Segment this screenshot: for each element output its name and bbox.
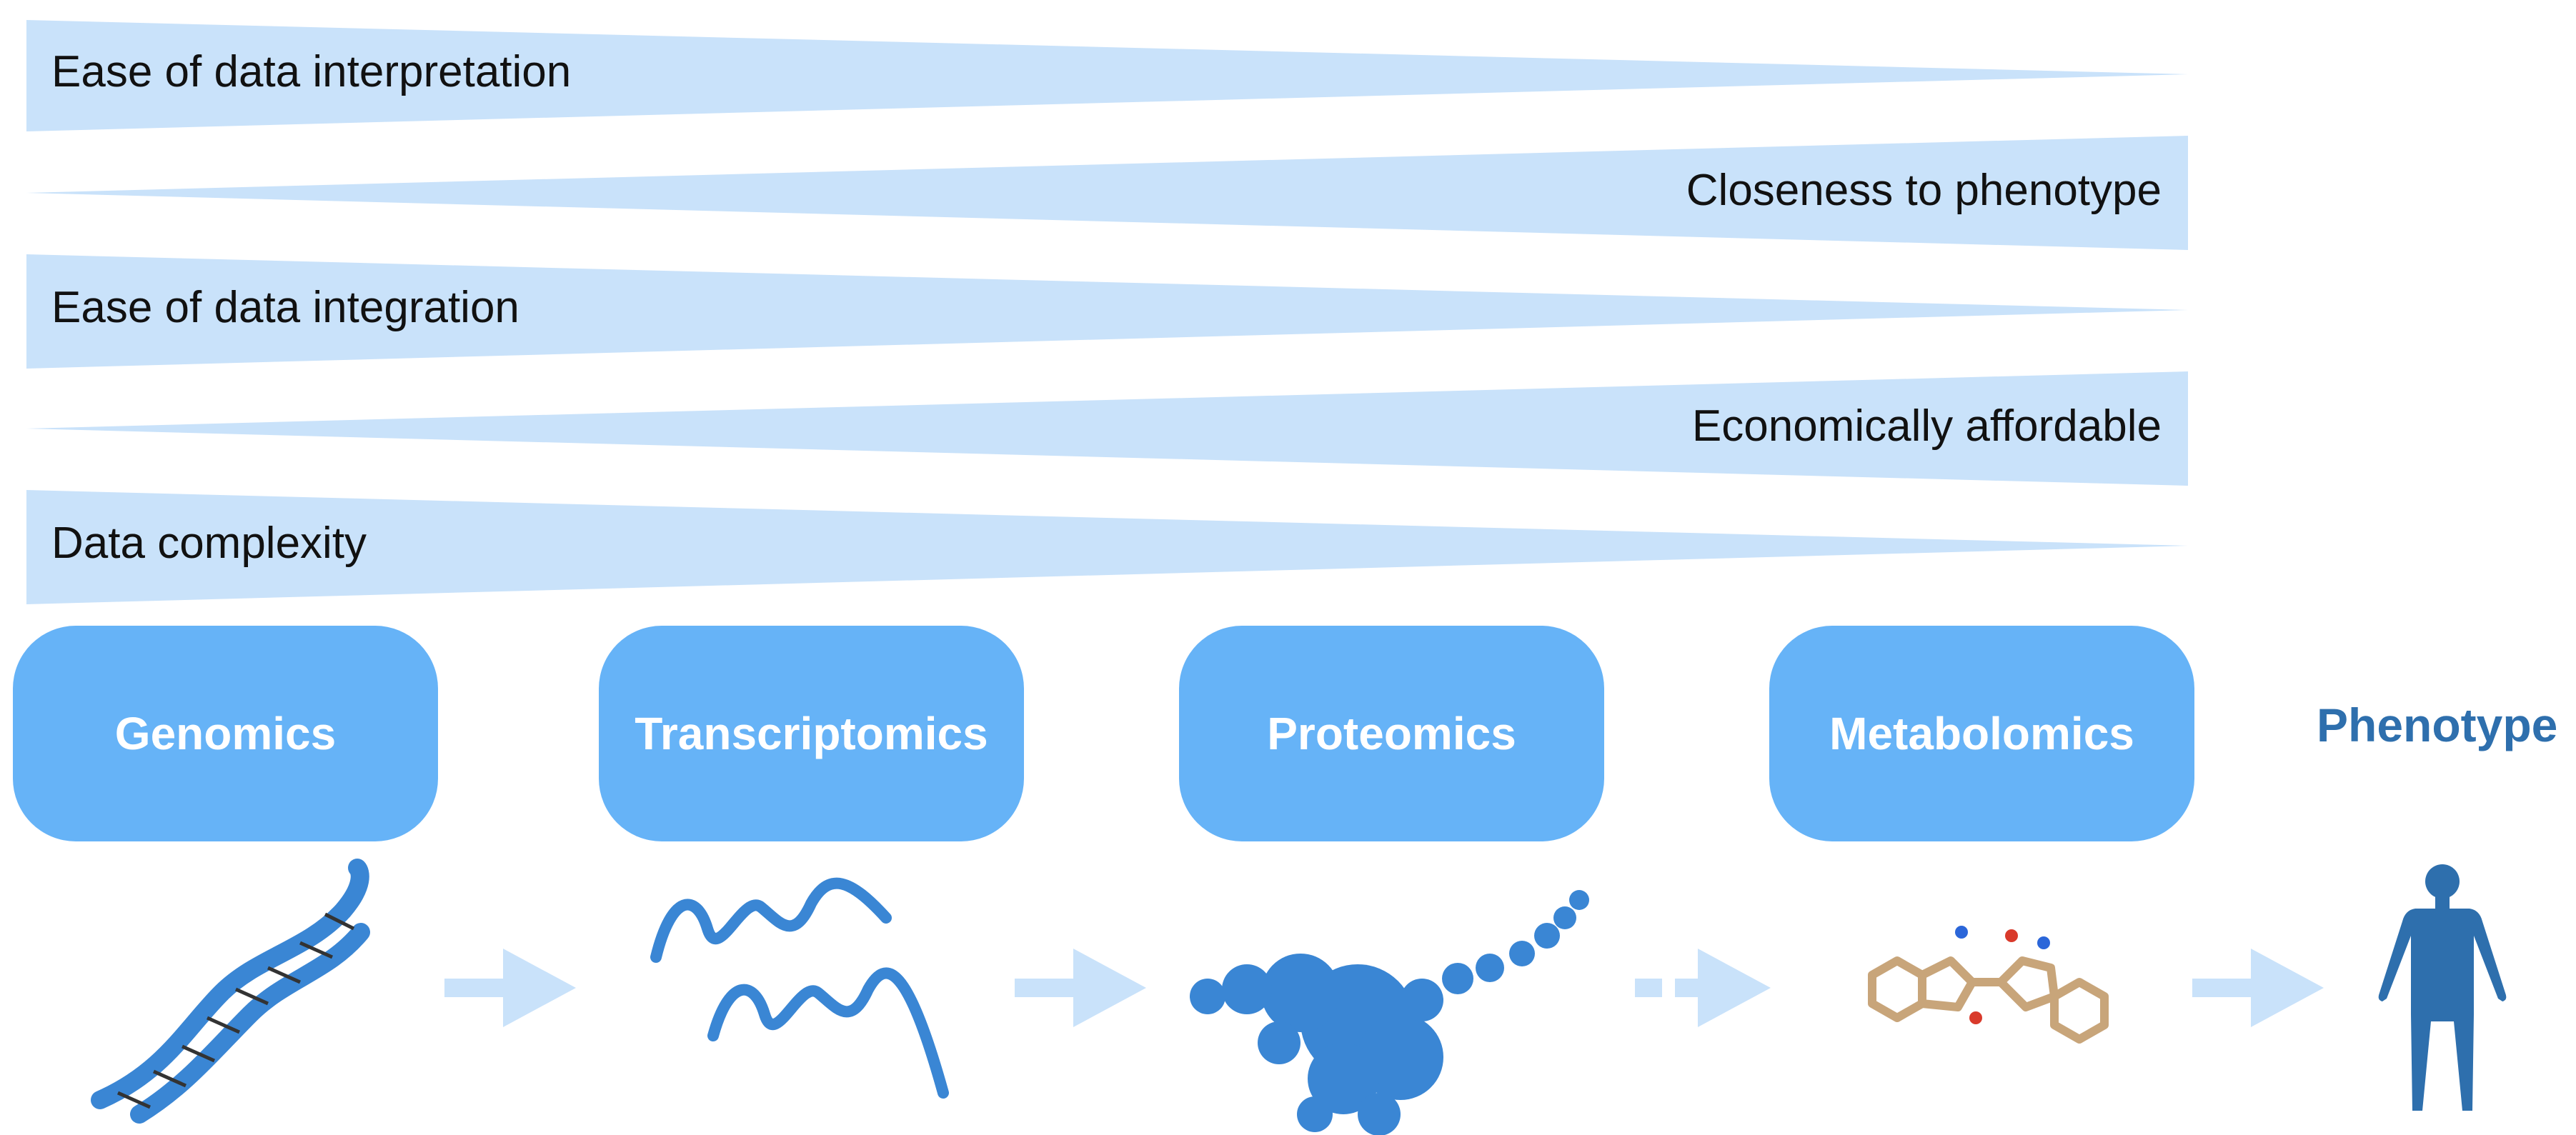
wedge-label-data-complexity: Data complexity	[51, 519, 367, 568]
protein-structure-icon	[1190, 890, 1589, 1135]
rna-strand-icon	[650, 877, 949, 1099]
stage-label-transcriptomics: Transcriptomics	[635, 708, 988, 759]
arrow-genomics-to-transcriptomics	[444, 949, 576, 1027]
dna-double-helix-icon	[91, 859, 370, 1124]
stage-label-proteomics: Proteomics	[1267, 708, 1516, 759]
stage-label-genomics: Genomics	[114, 708, 337, 759]
wedge-economically-affordable	[26, 371, 2188, 486]
stage-box-metabolomics: Metabolomics	[1769, 626, 2194, 841]
human-figure-icon	[2378, 864, 2507, 1111]
arrow-transcriptomics-to-proteomics	[1015, 949, 1146, 1027]
stage-box-transcriptomics: Transcriptomics	[599, 626, 1024, 841]
stage-label-metabolomics: Metabolomics	[1829, 708, 2134, 759]
wedge-label-economically-affordable: Economically affordable	[1691, 401, 2162, 451]
arrow-metabolomics-to-phenotype	[2192, 949, 2324, 1027]
phenotype-label: Phenotype	[2317, 699, 2558, 751]
wedge-ease-of-data-interpretation	[26, 20, 2188, 131]
wedge-data-complexity	[26, 490, 2188, 604]
stage-box-genomics: Genomics	[13, 626, 438, 841]
stage-box-proteomics: Proteomics	[1179, 626, 1604, 841]
metabolite-molecule-icon	[1868, 926, 2109, 1044]
arrow-proteomics-to-metabolomics	[1635, 949, 1771, 1027]
wedge-closeness-to-phenotype	[26, 136, 2188, 250]
wedge-label-ease-of-data-interpretation: Ease of data interpretation	[51, 47, 572, 96]
wedge-label-closeness-to-phenotype: Closeness to phenotype	[1686, 166, 2162, 215]
wedge-label-ease-of-data-integration: Ease of data integration	[51, 283, 519, 332]
wedge-ease-of-data-integration	[26, 254, 2188, 369]
wedge-graphics	[26, 20, 2188, 604]
